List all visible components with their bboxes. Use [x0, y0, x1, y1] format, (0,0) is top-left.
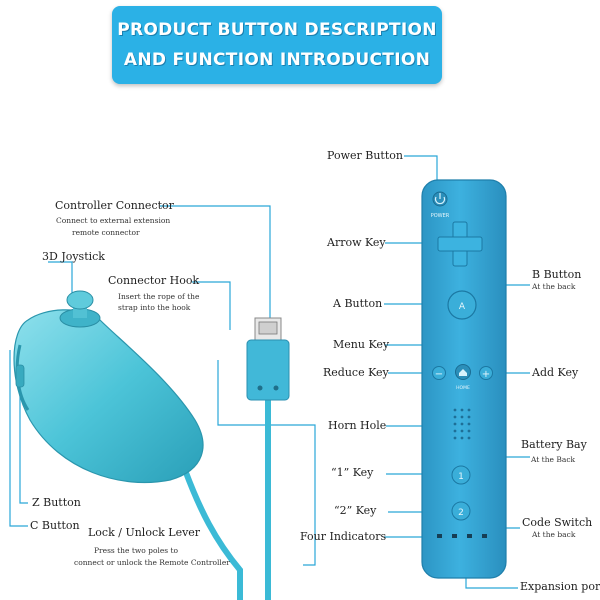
one-text: 1 [458, 472, 464, 482]
battery-bay-label: Battery Bay [521, 438, 587, 451]
code-switch-label: Code Switch [522, 516, 593, 529]
reduce-key-label: Reduce Key [323, 366, 389, 379]
plus-text: + [482, 369, 490, 380]
battery-bay-note: At the Back [531, 455, 576, 464]
b-button-note: At the back [532, 282, 576, 291]
expansion-port-label: Expansion port [520, 580, 600, 593]
lock-lever-label: Lock / Unlock Lever [88, 526, 201, 539]
a-button-icon [447, 290, 477, 320]
connector-hook-note-2: strap into the hook [118, 303, 191, 312]
horn-hole-label: Horn Hole [328, 419, 387, 432]
connector-hook-label: Connector Hook [108, 274, 200, 287]
c-button-label: C Button [30, 519, 80, 532]
banner-line-1: PRODUCT BUTTON DESCRIPTION [117, 20, 437, 40]
z-button-label: Z Button [32, 496, 81, 509]
two-text: 2 [458, 508, 464, 518]
lock-lever-note-2: connect or unlock the Remote Controller [74, 558, 230, 567]
controller-connector-label: Controller Connector [55, 199, 174, 212]
controller-connector-plug [246, 317, 290, 401]
lock-lever-note-1: Press the two poles to [94, 546, 179, 555]
remote-body [421, 179, 507, 579]
joystick-label: 3D Joystick [42, 250, 105, 263]
b-button-label: B Button [532, 268, 582, 281]
two-key-label: “2” Key [334, 504, 377, 517]
nunchuk-body [13, 290, 204, 484]
home-text: HOME [456, 385, 470, 391]
a-text: A [459, 302, 466, 312]
nunchuk-cable [182, 468, 243, 600]
four-indicators [437, 534, 487, 538]
controller-connector-note-1: Connect to external extension [56, 216, 171, 225]
one-key-label: “1” Key [331, 466, 374, 479]
four-indicators-label: Four Indicators [300, 530, 387, 543]
menu-key-label: Menu Key [333, 338, 390, 351]
a-button-label: A Button [333, 297, 383, 310]
banner-line-2: AND FUNCTION INTRODUCTION [123, 50, 431, 70]
code-switch-note: At the back [532, 530, 576, 539]
dpad-icon [437, 221, 483, 267]
minus-text: − [435, 369, 443, 380]
power-text: POWER [431, 213, 450, 219]
connector-hook-note-1: Insert the rope of the [118, 292, 200, 301]
controller-connector-note-2: remote connector [72, 228, 140, 237]
speaker-holes [453, 408, 471, 440]
add-key-label: Add Key [532, 366, 579, 379]
power-button-label: Power Button [327, 149, 403, 162]
arrow-key-label: Arrow Key [327, 236, 386, 249]
title-banner: PRODUCT BUTTON DESCRIPTION AND FUNCTION … [112, 6, 442, 84]
